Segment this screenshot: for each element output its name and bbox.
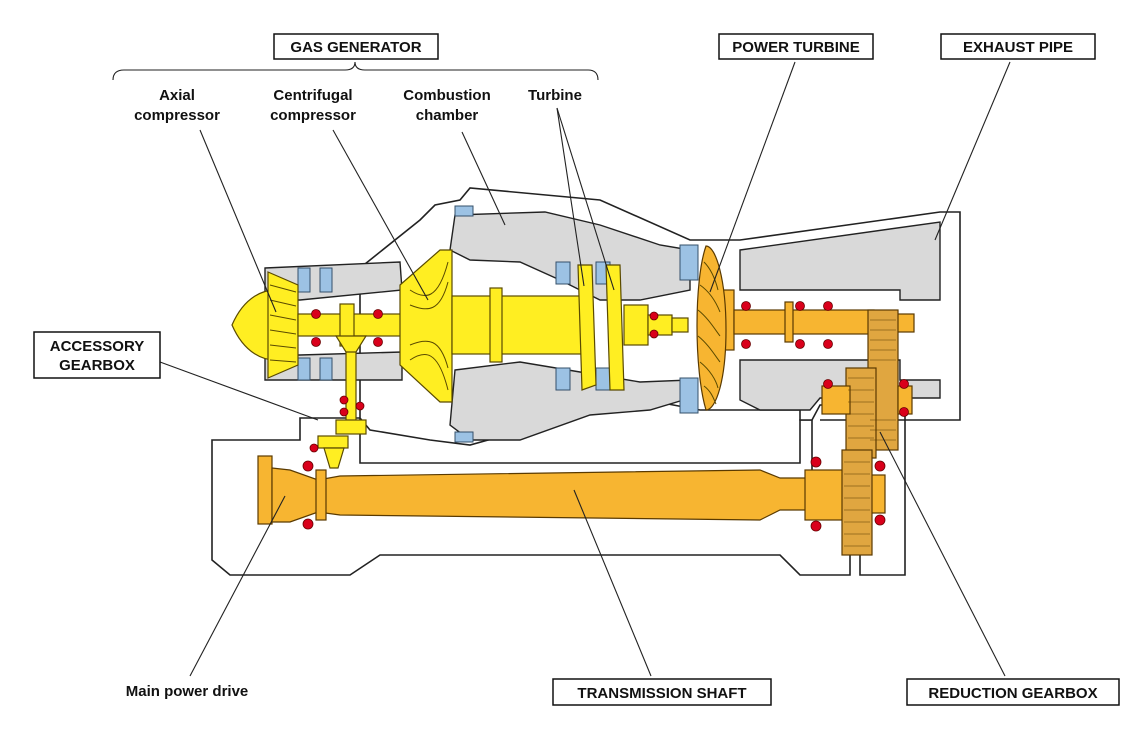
axial-compressor-text-line2: compressor (134, 107, 220, 124)
reduction-gearbox-label: REDUCTION GEARBOX (906, 678, 1120, 706)
accessory-gearbox-text-line2: GEARBOX (59, 357, 135, 374)
axial-compressor-text-line1: Axial (159, 87, 195, 104)
gas-generator-label: GAS GENERATOR (273, 33, 439, 60)
bearings (302, 301, 909, 532)
gas-generator-brace (112, 61, 599, 81)
gas-generator-rotor (231, 249, 689, 469)
exhaust-pipe-text: EXHAUST PIPE (963, 39, 1073, 56)
combustion-chamber-text-line2: chamber (416, 107, 479, 124)
exhaust-pipe-label: EXHAUST PIPE (940, 33, 1096, 60)
main-power-drive-label: Main power drive (126, 683, 249, 700)
gas-generator-text: GAS GENERATOR (290, 39, 421, 56)
transmission-shaft-text: TRANSMISSION SHAFT (577, 685, 746, 702)
centrifugal-compressor-label: Centrifugal compressor (270, 87, 356, 124)
reduction-gearbox (821, 309, 913, 556)
accessory-gearbox-label: ACCESSORY GEARBOX (33, 331, 161, 379)
transmission-shaft-label: TRANSMISSION SHAFT (552, 678, 772, 706)
accessory-gearbox-text-line1: ACCESSORY (50, 338, 144, 355)
combustion-chamber-text-line1: Combustion (403, 87, 491, 104)
axial-compressor-label: Axial compressor (134, 87, 220, 124)
power-turbine-disc (696, 245, 727, 411)
combustion-chamber-label: Combustion chamber (403, 87, 491, 124)
power-turbine-text: POWER TURBINE (732, 39, 860, 56)
leader-lines (159, 61, 1011, 677)
turbine-text: Turbine (528, 87, 582, 104)
main-power-drive-text: Main power drive (126, 683, 249, 700)
centrifugal-compressor-text-line2: compressor (270, 107, 356, 124)
turbine-label: Turbine (528, 87, 582, 104)
centrifugal-compressor-text-line1: Centrifugal (273, 87, 352, 104)
reduction-gearbox-text: REDUCTION GEARBOX (928, 685, 1097, 702)
power-turbine-label: POWER TURBINE (718, 33, 874, 60)
